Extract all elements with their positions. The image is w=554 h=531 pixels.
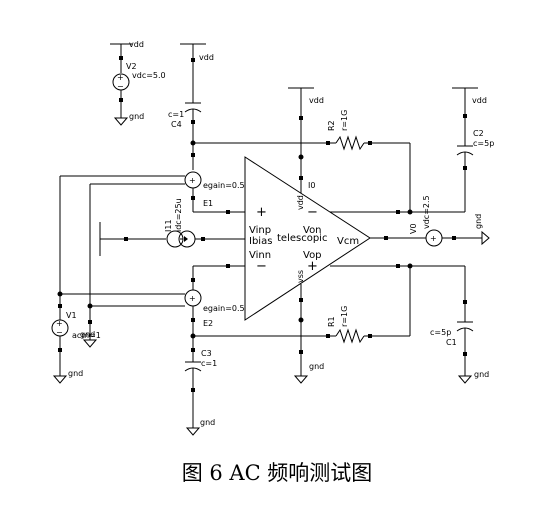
amp-supply-top: vdd	[296, 195, 305, 210]
i11-name: I11	[164, 219, 173, 232]
amp-instance: I0	[308, 181, 315, 190]
v0-plus-icon: +	[430, 234, 437, 243]
bottom-node-wiring: R1 r=1G	[190, 266, 411, 344]
c2-top-net: vdd	[472, 96, 487, 105]
source-e1: + egain=0.5 E1	[60, 171, 245, 214]
schematic: + − − + Vinp Ibias Vinn Von Vop Vcm tele…	[51, 40, 494, 436]
c3-name: C3	[201, 349, 212, 358]
minus-icon: −	[117, 82, 124, 91]
r1-name: R1	[327, 316, 336, 327]
v0-name: V0	[409, 223, 418, 234]
c4-value: c=1	[168, 110, 184, 119]
pin-label-ibias: Ibias	[249, 236, 272, 247]
r1-value: r=1G	[340, 306, 349, 327]
c1-bottom-net: gnd	[474, 370, 489, 379]
plus-icon: +	[117, 73, 124, 82]
r2-value: r=1G	[340, 110, 349, 131]
source-v1: + − V1 acm=1 gnd gnd	[51, 176, 101, 384]
c1-value: c=5p	[430, 328, 451, 337]
output-network: vdd C2 c=5p + V0 vdc=2.5 gnd c=5p C1 gnd	[330, 87, 494, 384]
amp-supply-bottom: vss	[296, 270, 305, 283]
minus-sign-bottom: −	[256, 259, 267, 274]
v2-bottom-net: gnd	[129, 112, 144, 121]
c2-value: c=5p	[473, 139, 494, 148]
plus-sign-top: +	[256, 205, 267, 220]
c4-top-net: vdd	[199, 53, 214, 62]
telescopic-opamp: + − − + Vinp Ibias Vinn Von Vop Vcm tele…	[244, 156, 371, 321]
e1-value: egain=0.5	[203, 181, 245, 190]
pin-label-vcm: Vcm	[337, 236, 359, 247]
gnd-mid-net: gnd	[309, 362, 324, 371]
vdd-mid-net: vdd	[309, 96, 324, 105]
capacitor-c4: vdd c=1 C4	[168, 43, 214, 143]
c2-name: C2	[473, 129, 484, 138]
e2-plus-icon: +	[189, 294, 196, 303]
v0-right-net: gnd	[474, 214, 483, 229]
source-v2: + − vdd V2 vdc=5.0 gnd	[110, 40, 166, 126]
source-e2: + egain=0.5 E2	[60, 264, 245, 336]
c4-name: C4	[171, 120, 182, 129]
v2-value: vdc=5.0	[132, 71, 166, 80]
c3-bottom-net: gnd	[200, 418, 215, 427]
capacitor-c3: C3 c=1 gnd	[184, 336, 217, 436]
v2-name: V2	[126, 62, 137, 71]
e1-name: E1	[203, 199, 213, 208]
v1-plus-icon: +	[56, 319, 63, 328]
e2-value: egain=0.5	[203, 304, 245, 313]
v0-value: vdc=2.5	[422, 195, 431, 229]
minus-sign-top-right: −	[307, 205, 318, 220]
top-node-wiring: R2 r=1G	[190, 110, 411, 212]
pin-label-vinp: Vinp	[249, 225, 271, 236]
e1-plus-icon: +	[189, 176, 196, 185]
pin-label-von: Von	[303, 225, 322, 236]
amp-vdd-supply: vdd	[288, 87, 324, 193]
e2-name: E2	[203, 319, 213, 328]
v1-bottom-net: gnd	[68, 369, 83, 378]
current-source-i11: I11 idc=25u	[99, 198, 245, 256]
pin-label-vinn: Vinn	[249, 250, 271, 261]
v1-value: acm=1	[72, 331, 101, 340]
v2-top-net: vdd	[129, 40, 144, 49]
c3-value: c=1	[201, 359, 217, 368]
r2-name: R2	[327, 120, 336, 131]
amp-name: telescopic	[277, 233, 327, 244]
v1-minus-icon: −	[56, 328, 63, 337]
v1-name: V1	[66, 311, 77, 320]
plus-sign-bottom-right: +	[307, 259, 318, 274]
i11-value: idc=25u	[174, 198, 183, 232]
gnd-v1-right: gnd	[80, 330, 95, 339]
c1-name: C1	[446, 338, 457, 347]
figure-caption: 图 6 AC 频响测试图	[181, 461, 373, 485]
pin-label-vop: Vop	[303, 250, 322, 261]
amp-vss-supply: gnd	[293, 284, 324, 384]
